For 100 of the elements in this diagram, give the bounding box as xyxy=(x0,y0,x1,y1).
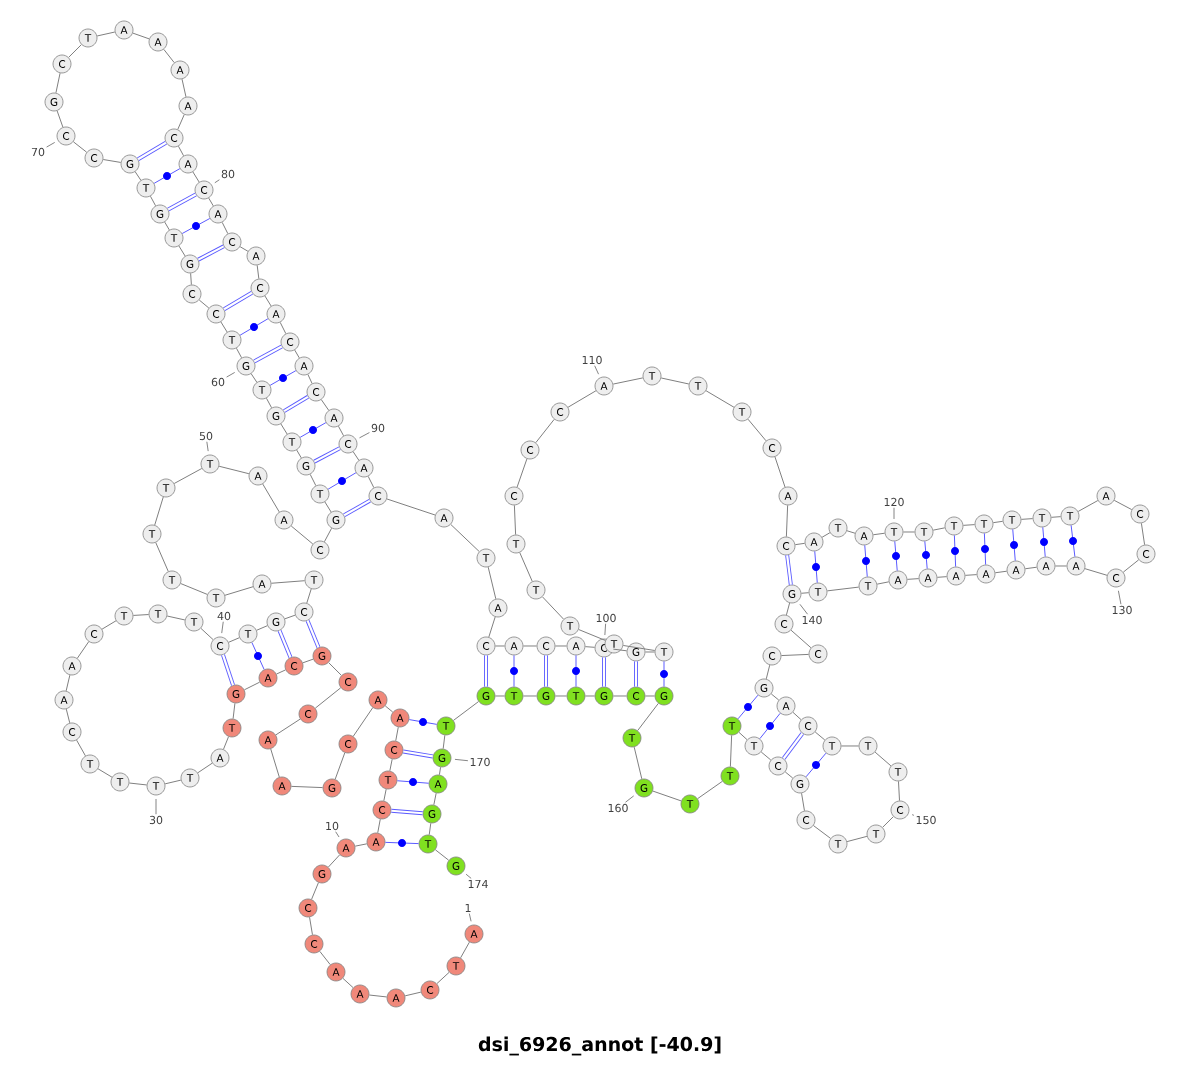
base-pair-line xyxy=(343,498,371,518)
backbone-line xyxy=(522,645,538,647)
backbone-line xyxy=(747,418,767,442)
base-pair-line xyxy=(305,619,321,649)
base-pair-line xyxy=(1010,528,1018,562)
backbone-line xyxy=(535,418,555,444)
base-pair-line xyxy=(922,540,930,570)
backbone-line xyxy=(320,399,330,411)
backbone-line xyxy=(190,272,192,286)
base-pair-line xyxy=(253,344,283,364)
base-pair-line xyxy=(602,657,606,687)
backbone-line xyxy=(280,423,288,435)
base-pair-line xyxy=(408,718,438,726)
backbone-line xyxy=(1084,568,1108,576)
backbone-line xyxy=(814,731,826,741)
backbone-line xyxy=(65,708,71,724)
backbone-line xyxy=(96,31,116,37)
backbone-line xyxy=(307,374,313,384)
backbone-line xyxy=(770,693,780,701)
backbone-line xyxy=(541,596,565,620)
backbone-line xyxy=(256,625,268,631)
backbone-line xyxy=(442,734,446,750)
backbone-line xyxy=(612,695,628,697)
backbone-line xyxy=(97,768,113,778)
base-pair-line xyxy=(181,218,211,234)
base-pair-line xyxy=(167,192,197,212)
backbone-line xyxy=(309,916,313,936)
backbone-line xyxy=(154,496,164,526)
backbone-line xyxy=(522,695,538,697)
base-pair-line xyxy=(283,395,309,413)
backbone-line xyxy=(262,483,280,513)
backbone-line xyxy=(149,195,157,207)
backbone-line xyxy=(218,465,250,475)
base-pair-line xyxy=(251,642,265,670)
backbone-line xyxy=(197,762,213,774)
backbone-line xyxy=(164,221,170,231)
backbone-line xyxy=(324,501,332,513)
backbone-line xyxy=(180,583,208,595)
backbone-line xyxy=(342,977,354,989)
backbone-line xyxy=(265,397,273,409)
backbone-line xyxy=(434,849,450,861)
backbone-line xyxy=(163,48,175,64)
base-pair-line xyxy=(634,661,638,687)
backbone-line xyxy=(513,504,517,536)
base-pair-line xyxy=(892,540,900,572)
backbone-line xyxy=(220,321,228,333)
backbone-line xyxy=(882,816,894,828)
backbone-line xyxy=(840,745,860,747)
backbone-line xyxy=(198,299,210,309)
backbone-line xyxy=(612,377,644,385)
backbone-line xyxy=(102,159,122,163)
backbone-line xyxy=(76,739,86,757)
backbone-line xyxy=(994,570,1008,574)
base-pair-line xyxy=(572,654,580,688)
backbone-line xyxy=(488,616,496,638)
backbone-line xyxy=(902,531,916,533)
backbone-line xyxy=(284,614,296,620)
base-pair-line xyxy=(391,808,423,816)
base-pair-line xyxy=(277,629,293,659)
base-pair-line xyxy=(384,839,420,847)
backbone-line xyxy=(270,580,306,584)
backbone-line xyxy=(992,520,1004,524)
base-pair-line xyxy=(785,555,793,585)
backbone-line xyxy=(323,527,333,543)
backbone-line xyxy=(1054,565,1068,567)
backbone-line xyxy=(1020,518,1034,520)
backbone-line xyxy=(612,648,628,652)
base-pair-line xyxy=(221,654,235,686)
backbone-line xyxy=(239,246,249,252)
backbone-line xyxy=(801,792,805,812)
backbone-line xyxy=(56,110,64,128)
backbone-line xyxy=(436,971,450,985)
backbone-line xyxy=(404,991,422,997)
backbone-line xyxy=(962,524,976,526)
backbone-line xyxy=(276,669,286,675)
backbone-line xyxy=(243,681,261,691)
backbone-line xyxy=(660,377,690,385)
backbone-line xyxy=(155,542,169,572)
backbone-line xyxy=(352,707,374,737)
backbone-line xyxy=(166,615,186,621)
backbone-line xyxy=(453,701,479,721)
backbone-line xyxy=(494,645,506,647)
base-pair-line xyxy=(137,141,167,161)
base-pair-line xyxy=(1040,526,1048,558)
backbone-line xyxy=(290,525,314,545)
backbone-line xyxy=(128,782,148,786)
backbone-line xyxy=(494,695,506,697)
backbone-line xyxy=(386,498,436,516)
backbone-line xyxy=(352,451,360,461)
base-pair-line xyxy=(782,732,804,760)
base-pair-line xyxy=(402,749,434,759)
backbone-line xyxy=(826,586,860,592)
backbone-line xyxy=(275,718,301,736)
backbone-line xyxy=(800,592,810,594)
backbone-line xyxy=(377,818,381,834)
backbone-line xyxy=(232,702,236,720)
backbone-line xyxy=(644,651,656,653)
backbone-line xyxy=(876,581,890,585)
base-pair-line xyxy=(1069,524,1077,558)
backbone-line xyxy=(228,637,240,643)
